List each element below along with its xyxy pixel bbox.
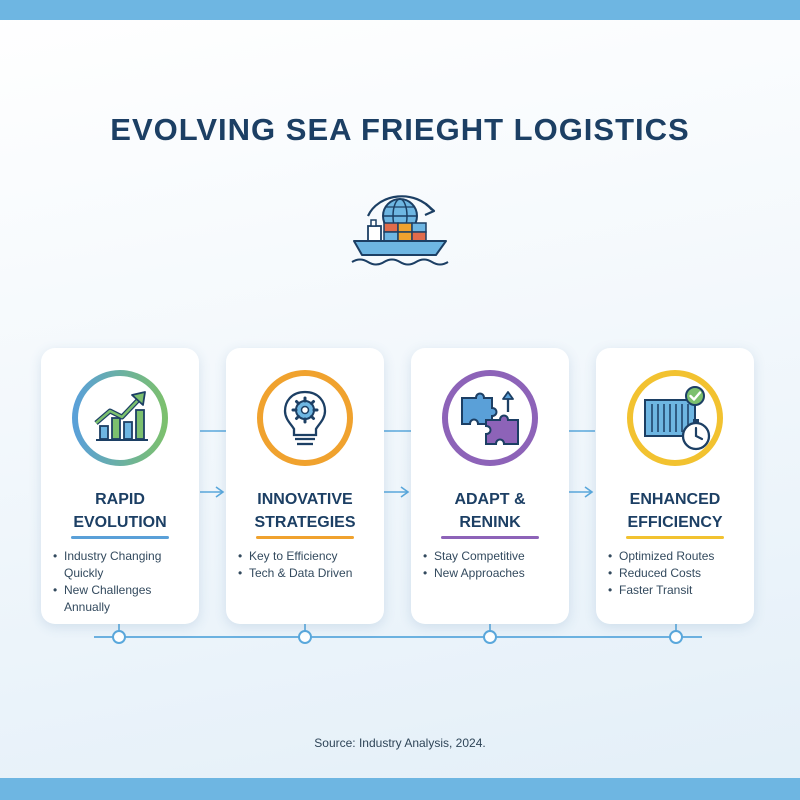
bullet-item: New Approaches [423,565,565,582]
card-title: ADAPT & RENINK [454,491,526,531]
card-underline [626,536,724,539]
source-note: Source: Industry Analysis, 2024. [314,736,486,750]
timeline [94,624,702,644]
bottom-band [0,778,800,800]
container-clock-icon [627,370,723,466]
page-title: EVOLVING SEA FRIEGHT LOGISTICS [110,112,690,147]
card-title: RAPID EVOLUTION [73,491,167,531]
bullet-item: Optimized Routes [608,548,750,565]
card-bullets: Optimized Routes Reduced Costs Faster Tr… [608,548,750,599]
growth-chart-icon [72,370,168,466]
lightbulb-gear-icon [257,370,353,466]
card-adapt-renink: ADAPT & RENINK Stay Competitive New Appr… [411,348,569,624]
bullet-item: Faster Transit [608,582,750,599]
bullet-continuation: Annually [64,600,111,614]
card-underline [256,536,354,539]
card-innovative-strategies: INNOVATIVE STRATEGIES Key to Efficiency … [226,348,384,624]
card-title: INNOVATIVE STRATEGIES [254,491,356,531]
card-underline [71,536,169,539]
bullet-item: Key to Efficiency [238,548,380,565]
card-enhanced-efficiency: ENHANCED EFFICIENCY Optimized Routes Red… [596,348,754,624]
card-bullets: Key to Efficiency Tech & Data Driven [238,548,380,582]
bullet-item: New Challenges [53,582,195,599]
card-title: ENHANCED EFFICIENCY [627,491,723,531]
card-underline [441,536,539,539]
card-bullets: Stay Competitive New Approaches [423,548,565,582]
bullet-item: Tech & Data Driven [238,565,380,582]
bullet-item: Stay Competitive [423,548,565,565]
card-bullets: Industry Changing Quickly New Challenges… [53,548,195,616]
card-rapid-evolution: RAPID EVOLUTION Industry Changing Quickl… [41,348,199,624]
bullet-item: Reduced Costs [608,565,750,582]
top-band [0,0,800,20]
bullet-item: Industry Changing Quickly [53,548,195,582]
cargo-ship-globe-icon [351,195,449,266]
puzzle-icon [442,370,538,466]
